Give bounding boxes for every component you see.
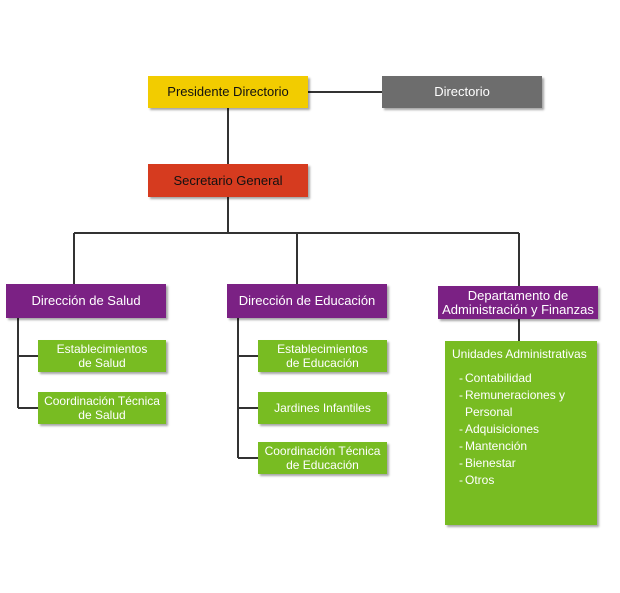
- board-label: Directorio: [434, 84, 490, 99]
- education-unit-kindergartens: Jardines Infantiles: [258, 392, 387, 424]
- list-item-label: Adquisiciones: [465, 422, 540, 436]
- health-direction-label: Dirección de Salud: [31, 293, 141, 308]
- secretary-box: Secretario General: [148, 164, 308, 197]
- list-item: -Mantención: [452, 438, 591, 455]
- education-direction-label: Dirección de Educación: [238, 293, 376, 308]
- education-direction-box: Dirección de Educación: [227, 284, 387, 318]
- list-item-label: Remuneraciones y Personal: [465, 388, 566, 419]
- health-direction-box: Dirección de Salud: [6, 284, 166, 318]
- list-item: -Otros: [452, 472, 591, 489]
- list-item-label: Otros: [465, 473, 495, 487]
- education-unit-label: Establecimientos de Educación: [277, 342, 368, 370]
- list-item: -Adquisiciones: [452, 421, 591, 438]
- president-box: Presidente Directorio: [148, 76, 308, 108]
- health-unit-establishments: Establecimientos de Salud: [38, 340, 166, 372]
- finance-department-label: Departamento de Administración y Finanza…: [442, 287, 594, 317]
- list-item-label: Mantención: [465, 439, 528, 453]
- health-unit-label: Coordinación Técnica de Salud: [44, 394, 160, 422]
- president-label: Presidente Directorio: [167, 84, 289, 99]
- education-unit-label: Jardines Infantiles: [274, 401, 371, 415]
- education-unit-label: Coordinación Técnica de Educación: [264, 444, 381, 472]
- administrative-units-title: Unidades Administrativas: [452, 347, 587, 361]
- administrative-units-list: -Contabilidad -Remuneraciones y Personal…: [452, 370, 591, 489]
- list-item: -Bienestar: [452, 455, 591, 472]
- board-box: Directorio: [382, 76, 542, 108]
- education-unit-technical: Coordinación Técnica de Educación: [258, 442, 387, 474]
- health-unit-technical: Coordinación Técnica de Salud: [38, 392, 166, 424]
- finance-department-box: Departamento de Administración y Finanza…: [438, 286, 598, 319]
- education-unit-establishments: Establecimientos de Educación: [258, 340, 387, 372]
- health-unit-label: Establecimientos de Salud: [56, 342, 148, 370]
- list-item: -Contabilidad: [452, 370, 591, 387]
- list-item-label: Contabilidad: [465, 371, 532, 385]
- secretary-label: Secretario General: [173, 172, 283, 188]
- list-item: -Remuneraciones y Personal: [452, 387, 591, 421]
- administrative-units-panel: Unidades Administrativas -Contabilidad -…: [445, 341, 597, 525]
- list-item-label: Bienestar: [465, 456, 516, 470]
